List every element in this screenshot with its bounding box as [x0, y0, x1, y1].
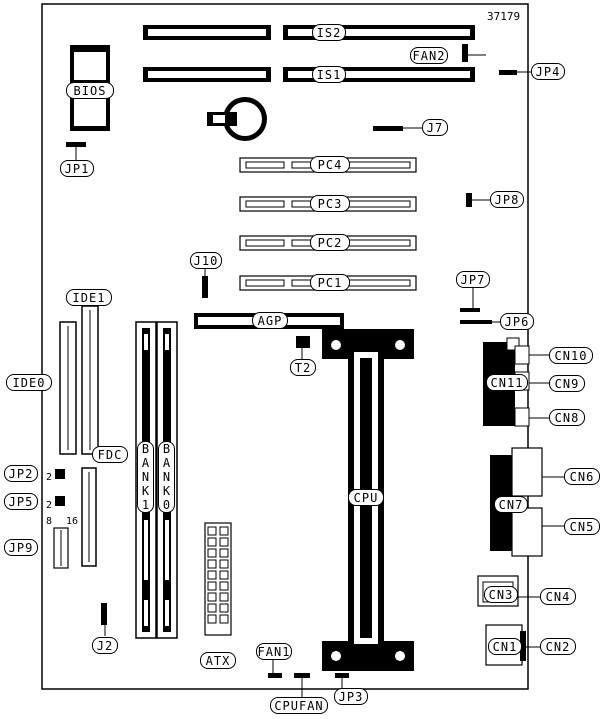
isa-slot-1-body — [143, 67, 475, 82]
jp4-label: JP4 — [531, 63, 565, 80]
cn8-label: CN8 — [549, 409, 585, 426]
bank0-letter-5: 0 — [162, 498, 171, 512]
cn1-label: CN1 — [488, 638, 522, 655]
fan1-label: FAN1 — [256, 643, 292, 660]
j10-label: J10 — [190, 252, 222, 269]
t2-label: T2 — [290, 359, 316, 376]
jp9-header-body — [53, 527, 69, 569]
jp2-label: JP2 — [4, 465, 38, 482]
bank1-label: B A N K 1 — [137, 441, 154, 513]
jp8-label: JP8 — [490, 191, 524, 208]
jp6-label: JP6 — [500, 313, 534, 330]
cpufan-label: CPUFAN — [270, 697, 328, 714]
cn4-label: CN4 — [540, 588, 576, 605]
atx-label: ATX — [200, 652, 236, 669]
leader-lines — [75, 54, 564, 697]
isa-slot-2-label: IS2 — [312, 24, 346, 41]
cn5-label: CN5 — [564, 518, 600, 535]
bios-label: BIOS — [66, 82, 114, 99]
battery — [207, 97, 267, 141]
jp1-label: JP1 — [60, 160, 94, 177]
fdc-label: FDC — [92, 446, 128, 463]
isa-slot-1-label: IS1 — [312, 66, 346, 83]
cn9-label: CN9 — [549, 375, 585, 392]
jp3-label: JP3 — [334, 688, 368, 705]
jp9-pin16-mark: 16 — [66, 516, 79, 527]
pci-slot-2-label: PC2 — [310, 234, 350, 251]
board-outline — [41, 3, 529, 690]
bank0-letter-2: A — [162, 456, 171, 470]
small-jumper-bodies — [55, 44, 517, 678]
jp7-label: JP7 — [456, 271, 490, 288]
fdc-header-body — [81, 467, 97, 567]
cn10-label: CN10 — [549, 347, 593, 364]
pci-slot-1-label: PC1 — [310, 274, 350, 291]
jp9-label: JP9 — [4, 539, 38, 556]
bank0-letter-3: N — [162, 470, 171, 484]
cn11-label: CN11 — [486, 374, 528, 391]
jp5-label: JP5 — [4, 493, 38, 510]
jp5-pin-mark: 2 — [46, 500, 53, 511]
jp9-pin8-mark: 8 — [46, 516, 53, 527]
bank0-label: B A N K 0 — [158, 441, 175, 513]
bank1-letter-5: 1 — [141, 498, 150, 512]
bank1-letter-4: K — [141, 484, 150, 498]
ide1-label: IDE1 — [66, 289, 112, 306]
j7-label: J7 — [422, 119, 448, 136]
board-id: 37179 — [487, 10, 521, 23]
cn2-label: CN2 — [540, 638, 576, 655]
pci-slot-4-label: PC4 — [310, 156, 350, 173]
j2-label: J2 — [92, 637, 118, 654]
cpu-slot-label: CPU — [348, 489, 384, 506]
bank1-letter-1: B — [141, 442, 150, 456]
cn7-label: CN7 — [494, 496, 528, 513]
atx-connector-body — [204, 522, 232, 636]
fan2-label: FAN2 — [410, 47, 448, 64]
jp2-pin-mark: 2 — [46, 472, 53, 483]
bank0-letter-1: B — [162, 442, 171, 456]
bank1-letter-3: N — [141, 470, 150, 484]
ide0-label: IDE0 — [6, 374, 52, 391]
cn3-label: CN3 — [484, 586, 518, 603]
cn6-label: CN6 — [564, 468, 600, 485]
agp-slot-label: AGP — [252, 312, 288, 329]
pci-slot-3-label: PC3 — [310, 195, 350, 212]
bank0-letter-4: K — [162, 484, 171, 498]
isa-slot-2-body — [143, 25, 475, 40]
bank1-letter-2: A — [141, 456, 150, 470]
